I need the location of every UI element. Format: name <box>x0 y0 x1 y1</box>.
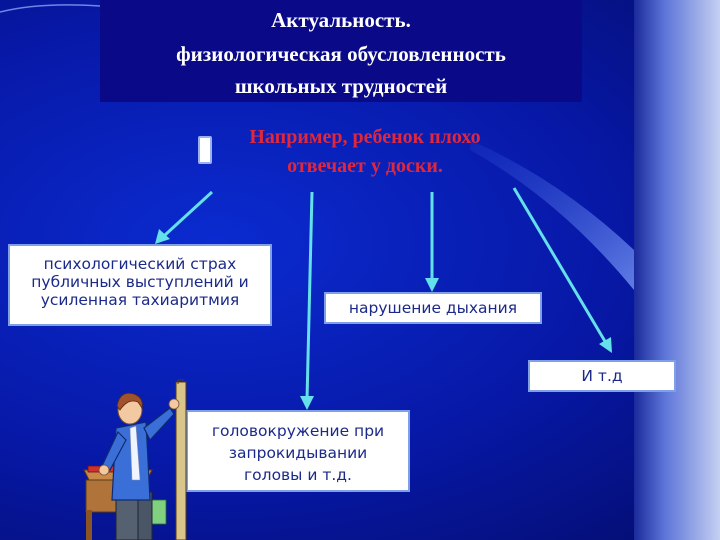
arrow-to-etc-head <box>599 337 612 353</box>
node-fear-line-2: публичных выступлений и <box>31 273 249 291</box>
arrow-to-etc <box>512 187 608 344</box>
node-etc: И т.д <box>528 360 676 392</box>
light-beam-decor <box>470 140 634 290</box>
corner-swoosh-decor <box>0 4 101 13</box>
node-fear-line-3: усиленная тахиаритмия <box>40 291 240 309</box>
right-decor-panel <box>634 0 720 540</box>
bullet-marker <box>198 136 212 164</box>
node-dizziness-line-3: головы и т.д. <box>244 466 352 484</box>
node-dizziness: головокружение при запрокидывании головы… <box>186 410 410 492</box>
title-line-1: Актуальность. <box>271 8 411 32</box>
node-fear-line-1: психологический страх <box>43 255 237 273</box>
arrow-to-dizziness-head <box>300 396 314 410</box>
title-line-3: школьных трудностей <box>234 74 448 98</box>
example-line-1: Например, ребенок плохо <box>249 126 481 148</box>
arrow-to-fear <box>163 190 214 237</box>
title-bar <box>100 0 582 102</box>
node-fear: психологический страх публичных выступле… <box>8 244 272 326</box>
node-dizziness-line-2: запрокидывании <box>228 444 368 462</box>
arrow-to-breathing-head <box>425 278 439 292</box>
title-line-2: физиологическая обусловленность <box>176 42 506 66</box>
node-breathing: нарушение дыхания <box>324 292 542 324</box>
node-breathing-label: нарушение дыхания <box>348 299 518 317</box>
node-etc-label: И т.д <box>581 367 623 385</box>
arrow-to-fear-head <box>155 229 170 244</box>
node-dizziness-line-1: головокружение при <box>211 422 385 440</box>
example-line-2: отвечает у доски. <box>287 155 443 177</box>
arrow-to-dizziness <box>305 191 314 401</box>
